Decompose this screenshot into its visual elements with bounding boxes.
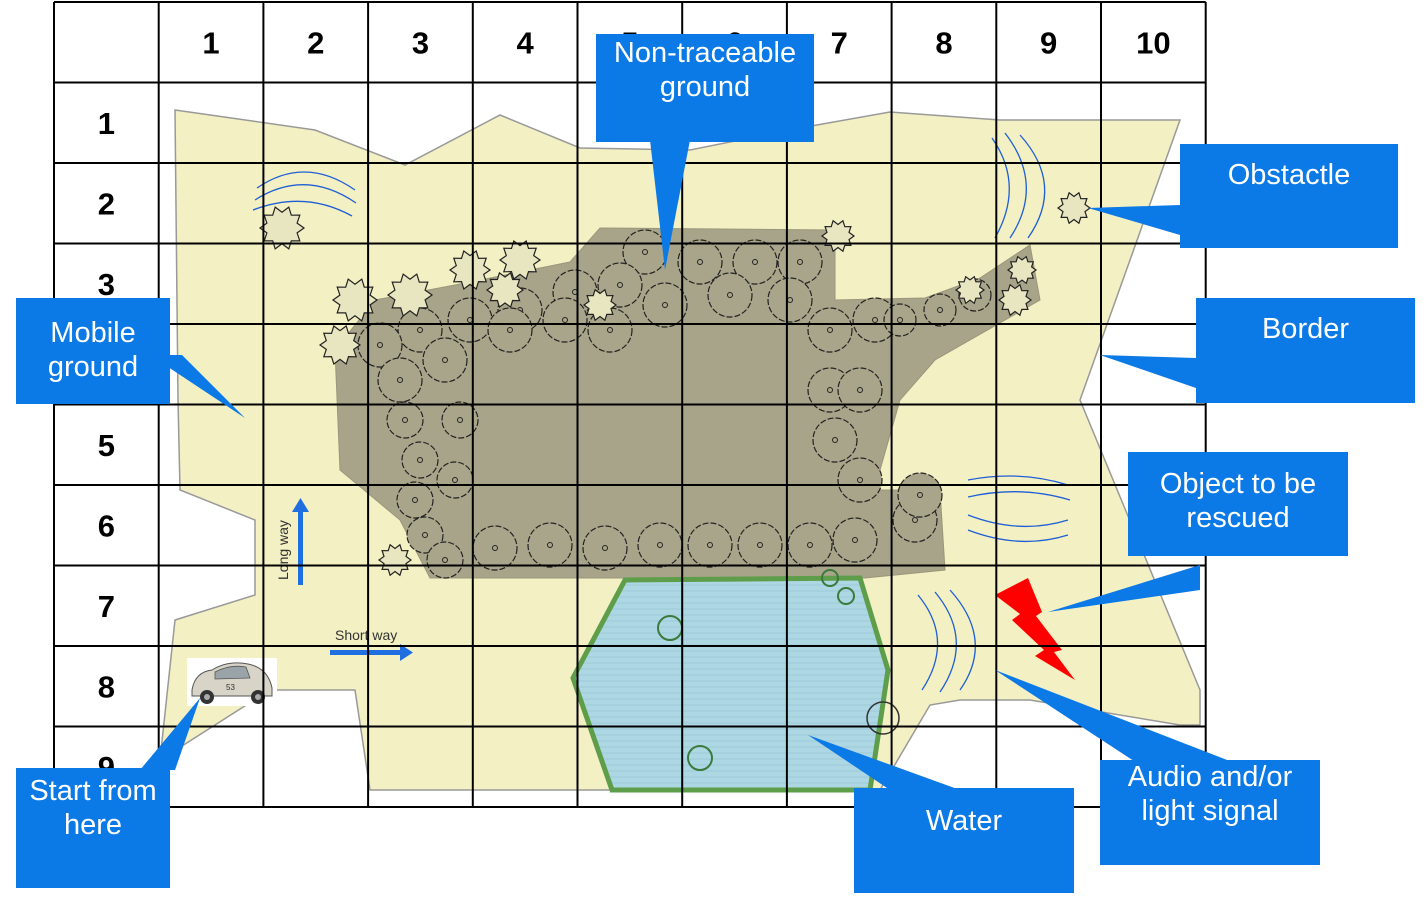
bush-icon — [542, 297, 588, 343]
bush-icon — [447, 297, 493, 343]
bush-icon — [436, 461, 474, 499]
bush-icon — [837, 457, 883, 503]
bush-icon — [812, 417, 858, 463]
row-labels: 123456789 — [98, 106, 116, 785]
bush-icon — [426, 541, 464, 579]
row-label: 6 — [98, 508, 115, 543]
signal-icon — [991, 132, 1046, 239]
short-way-arrow — [330, 644, 413, 661]
row-label: 5 — [98, 428, 115, 463]
callout-border: Border — [1196, 298, 1415, 403]
bush-icon — [396, 481, 434, 519]
bush-icon — [422, 337, 468, 383]
bush-icon — [637, 522, 683, 568]
bush-icon — [527, 522, 573, 568]
tree-group — [258, 191, 1092, 579]
bush-icon — [897, 472, 943, 518]
signal-icon — [967, 475, 1071, 543]
bush-icon — [732, 239, 778, 285]
bush-icon — [397, 307, 443, 353]
bush-icon — [767, 277, 813, 323]
callout-audio-light-signal: Audio and/or light signal — [1100, 760, 1320, 865]
column-label: 7 — [831, 25, 848, 60]
bush-icon — [923, 293, 957, 327]
bush-icon — [677, 239, 723, 285]
bush-icon — [472, 525, 518, 571]
tree-icon — [1006, 255, 1038, 285]
row-label: 1 — [98, 106, 115, 141]
long-way-label: Long way — [275, 520, 291, 580]
tree-icon — [997, 283, 1033, 317]
callout-obstacle: Obstactle — [1180, 144, 1398, 248]
column-label: 9 — [1040, 25, 1057, 60]
bush-icon — [587, 307, 633, 353]
bush-icon — [883, 303, 917, 337]
row-label: 7 — [98, 589, 115, 624]
bush-icon — [642, 282, 688, 328]
water-area — [570, 575, 891, 793]
car-icon: 53 — [187, 658, 277, 706]
column-label: 4 — [517, 25, 535, 60]
column-label: 1 — [202, 25, 219, 60]
lightning-icon — [995, 578, 1075, 680]
column-label: 10 — [1136, 25, 1170, 60]
svg-text:53: 53 — [226, 683, 235, 692]
tree-icon — [448, 250, 492, 290]
bush-icon — [832, 517, 878, 563]
callout-mobile-ground: Mobile ground — [16, 298, 170, 404]
tree-icon — [331, 278, 379, 322]
bush-icon — [807, 307, 853, 353]
column-label: 2 — [307, 25, 324, 60]
tree-icon — [1056, 191, 1092, 225]
bush-icon — [582, 525, 628, 571]
bush-icon — [441, 401, 479, 439]
callout-water: Water — [854, 788, 1074, 893]
column-label: 8 — [935, 25, 952, 60]
bush-icon — [377, 357, 423, 403]
column-label: 3 — [412, 25, 429, 60]
tree-icon — [485, 271, 525, 309]
bush-icon — [687, 522, 733, 568]
bush-icon — [787, 522, 833, 568]
callout-start-from-here: Start from here — [16, 768, 170, 888]
short-way-label: Short way — [335, 627, 397, 643]
long-way-arrow — [292, 498, 309, 585]
bush-icon — [737, 522, 783, 568]
callout-object-to-be-rescued: Object to be rescued — [1128, 452, 1348, 556]
bush-icon — [401, 441, 439, 479]
bush-icon — [406, 516, 444, 554]
bush-icon — [386, 401, 424, 439]
tree-icon — [386, 273, 434, 317]
tree-icon — [377, 543, 413, 577]
row-label: 3 — [98, 267, 115, 302]
callout-non-traceable-ground: Non-traceable ground — [596, 34, 814, 142]
signal-icon — [917, 589, 976, 693]
bush-icon — [837, 367, 883, 413]
row-label: 2 — [98, 186, 115, 221]
tree-icon — [582, 288, 618, 322]
tree-icon — [954, 275, 986, 305]
bush-icon — [487, 307, 533, 353]
bush-icon — [707, 272, 753, 318]
bush-icon — [777, 239, 823, 285]
tree-icon — [318, 325, 362, 365]
tree-icon — [498, 240, 542, 280]
row-label: 8 — [98, 669, 115, 704]
callout-pointers — [140, 140, 1240, 790]
